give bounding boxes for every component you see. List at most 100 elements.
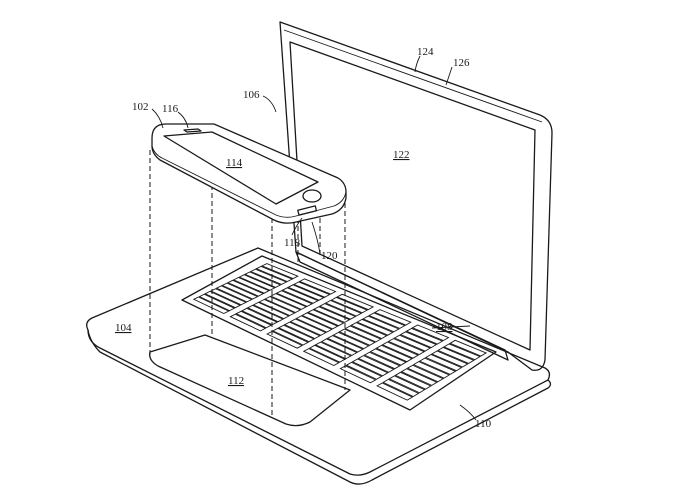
label-102: 102 xyxy=(132,101,149,113)
keyboard-key xyxy=(318,303,357,320)
label-116: 116 xyxy=(162,103,179,115)
keyboard-key xyxy=(418,357,457,375)
label-112: 112 xyxy=(228,375,244,387)
label-124: 124 xyxy=(417,46,434,58)
keyboard-key xyxy=(405,327,444,345)
connector-port xyxy=(297,205,318,216)
keyboard-key xyxy=(412,361,451,379)
keyboard-key xyxy=(302,348,340,367)
keyboard-key xyxy=(238,274,276,291)
keyboard-key xyxy=(320,338,358,356)
keyboard-key xyxy=(363,351,401,370)
home-button xyxy=(302,189,322,203)
keyboard-key xyxy=(357,355,395,373)
keyboard-key xyxy=(287,284,325,301)
keyboard-key xyxy=(269,293,308,310)
keyboard-key xyxy=(449,339,488,357)
keyboard-key xyxy=(221,282,259,300)
keyboard-key xyxy=(351,358,389,377)
keyboard-key xyxy=(375,344,413,363)
trackpad-well xyxy=(149,334,351,427)
keyboard-key xyxy=(292,281,331,298)
keyboard-key xyxy=(209,288,248,306)
keyboard-key xyxy=(406,364,445,383)
keyboard-key xyxy=(255,265,294,282)
laptop-base xyxy=(86,247,552,485)
keyboard-key xyxy=(277,324,316,343)
label-118: 118 xyxy=(284,237,301,249)
keyboard-key xyxy=(264,296,302,314)
keyboard-key xyxy=(336,293,375,311)
keyboard-key xyxy=(388,375,426,394)
keyboard-key xyxy=(382,378,420,398)
phone-screen xyxy=(163,131,319,205)
leader-lines xyxy=(151,55,477,421)
keyboard-key xyxy=(258,299,296,316)
keyboard-area xyxy=(181,255,497,411)
keyboard-key xyxy=(226,279,265,297)
keyboard-key xyxy=(344,325,382,343)
keyboard-key xyxy=(339,365,377,384)
label-120: 120 xyxy=(321,250,338,262)
keyboard-key xyxy=(411,324,450,341)
reference-numerals: 102 116 106 124 126 114 122 118 120 104 … xyxy=(115,46,492,430)
keyboard-key xyxy=(275,290,314,307)
keyboard-key xyxy=(307,309,345,327)
keyboard-key xyxy=(249,268,288,285)
keyboard-key xyxy=(430,350,469,368)
keyboard-key xyxy=(271,327,310,346)
keyboard-keys xyxy=(192,263,488,401)
keyboard-key xyxy=(332,331,370,350)
keyboard-key xyxy=(400,368,438,386)
keyboard-key xyxy=(204,290,242,309)
keyboard-key xyxy=(198,293,236,312)
keyboard-key xyxy=(345,361,383,380)
keyboard-key xyxy=(324,300,363,317)
projection-lines xyxy=(149,150,346,418)
keyboard-key xyxy=(240,307,279,326)
keyboard-key xyxy=(373,309,412,326)
keyboard-key xyxy=(215,285,253,303)
keyboard-key xyxy=(442,343,482,361)
keyboard-key xyxy=(301,312,339,330)
keyboard-key xyxy=(314,341,352,360)
keyboard-key xyxy=(283,321,321,340)
keyboard-key xyxy=(376,382,414,401)
keyboard-key xyxy=(246,304,284,323)
keyboard-key xyxy=(393,334,432,352)
keyboard-key xyxy=(338,328,376,346)
keyboard-key xyxy=(229,313,267,332)
label-126: 126 xyxy=(453,57,470,69)
keyboard-key xyxy=(350,322,388,340)
keyboard-key xyxy=(192,296,230,314)
keyboard-key xyxy=(424,353,463,372)
keyboard-key xyxy=(266,330,304,349)
keyboard-key xyxy=(312,306,351,323)
keyboard-key xyxy=(235,310,273,329)
keyboard-key xyxy=(394,371,432,390)
keyboard-key xyxy=(298,278,337,295)
label-122: 122 xyxy=(393,149,410,161)
keyboard-key xyxy=(369,348,407,366)
keyboard-key xyxy=(387,338,426,356)
keyboard-key xyxy=(381,341,420,359)
label-114: 114 xyxy=(226,157,243,169)
keyboard-key xyxy=(367,312,406,329)
keyboard-key xyxy=(362,315,400,333)
keyboard-key xyxy=(289,318,327,336)
keyboard-key xyxy=(260,263,299,280)
label-110: 110 xyxy=(475,418,492,430)
keyboard-key xyxy=(356,318,394,336)
label-108: 108 xyxy=(436,321,453,333)
keyboard-key xyxy=(437,346,475,364)
keyboard-key xyxy=(281,287,320,304)
phone-device xyxy=(151,123,347,224)
label-106: 106 xyxy=(243,89,260,101)
keyboard-key xyxy=(252,301,290,320)
label-104: 104 xyxy=(115,322,132,334)
keyboard-key xyxy=(232,277,271,294)
keyboard-key xyxy=(330,296,369,314)
keyboard-key xyxy=(399,331,438,349)
speaker-slot xyxy=(183,128,202,133)
